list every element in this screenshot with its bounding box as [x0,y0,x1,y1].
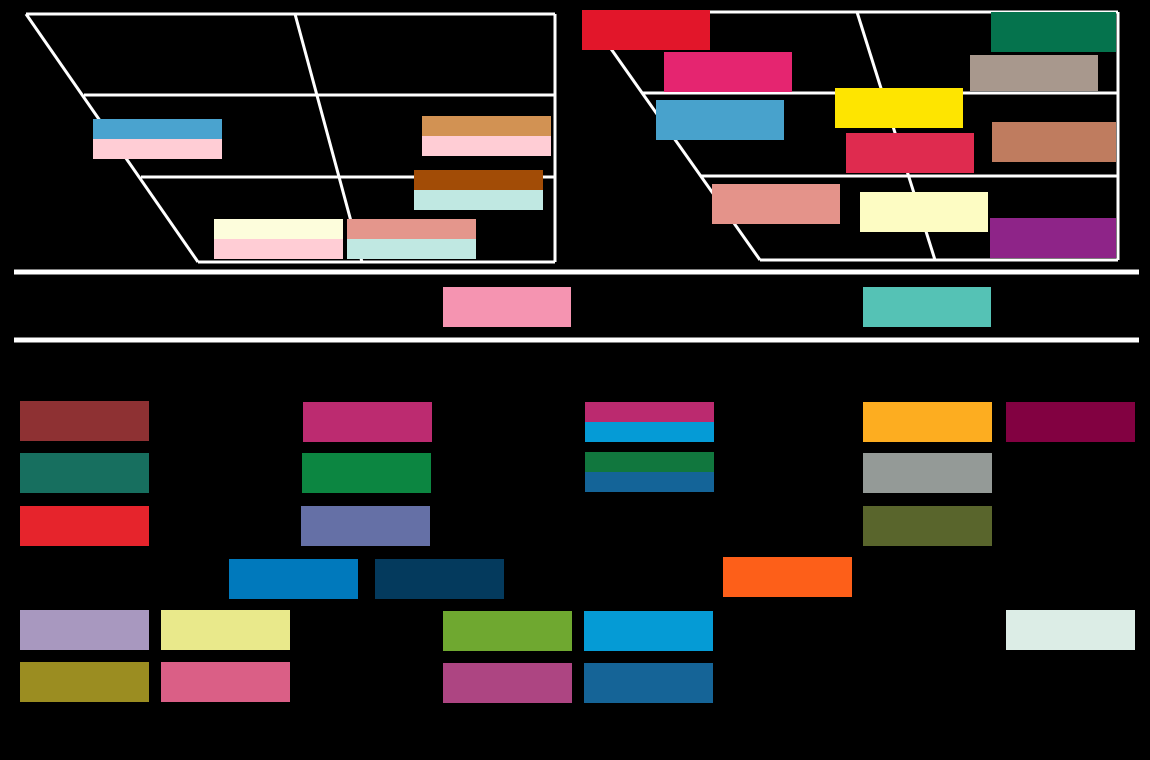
left-grid-swatch-cream-over-pink [214,219,343,259]
right-grid-swatch-light-yellow [860,192,988,232]
right-grid-swatch-purple [990,218,1116,258]
band-swatch-pink [443,287,571,327]
palette-swatch-periwinkle [301,506,430,546]
band-swatch-teal [863,287,991,327]
right-grid-swatch-terracotta [992,122,1116,162]
palette-swatch-lavender [20,610,149,650]
palette-swatch-steel-blue [584,663,713,703]
right-grid-swatch-sky-blue [656,100,784,140]
left-grid-swatch-brown-over-mint [414,170,543,210]
palette-swatch-green [302,453,431,493]
palette-swatch-orange [723,557,852,597]
right-grid-swatch-yellow [835,88,963,128]
palette-swatch-cyan [584,611,713,651]
right-grid-swatch-salmon [712,184,840,224]
left-grid-swatch-tan-over-pink [422,116,551,156]
left-grid-swatch-salmon-over-mint [347,219,476,259]
palette-swatch-raspberry-over-cyan [585,402,714,442]
palette-swatch-green-over-navy [585,452,714,492]
palette-swatch-deep-navy [375,559,504,599]
palette-swatch-leaf-green [443,611,572,651]
palette-swatch-orchid [443,663,572,703]
palette-swatch-pale-lime [161,610,290,650]
right-grid-swatch-taupe [970,55,1098,91]
left-grid-swatch-blue-over-pink [93,119,222,159]
palette-swatch-maroon [20,401,149,441]
palette-swatch-pine [20,453,149,493]
right-grid-swatch-red [582,10,710,50]
right-grid-swatch-dark-green [991,12,1116,52]
palette-swatch-gray [863,453,992,493]
right-grid-swatch-magenta [664,52,792,92]
palette-swatch-olive-green [863,506,992,546]
palette-swatch-rose [161,662,290,702]
palette-swatch-olive [20,662,149,702]
palette-swatch-red [20,506,149,546]
palette-swatch-amber [863,402,992,442]
palette-swatch-raspberry [303,402,432,442]
palette-swatch-wine [1006,402,1135,442]
right-grid-swatch-crimson [846,133,974,173]
palette-swatch-ocean-blue [229,559,358,599]
palette-swatch-mint-white [1006,610,1135,650]
